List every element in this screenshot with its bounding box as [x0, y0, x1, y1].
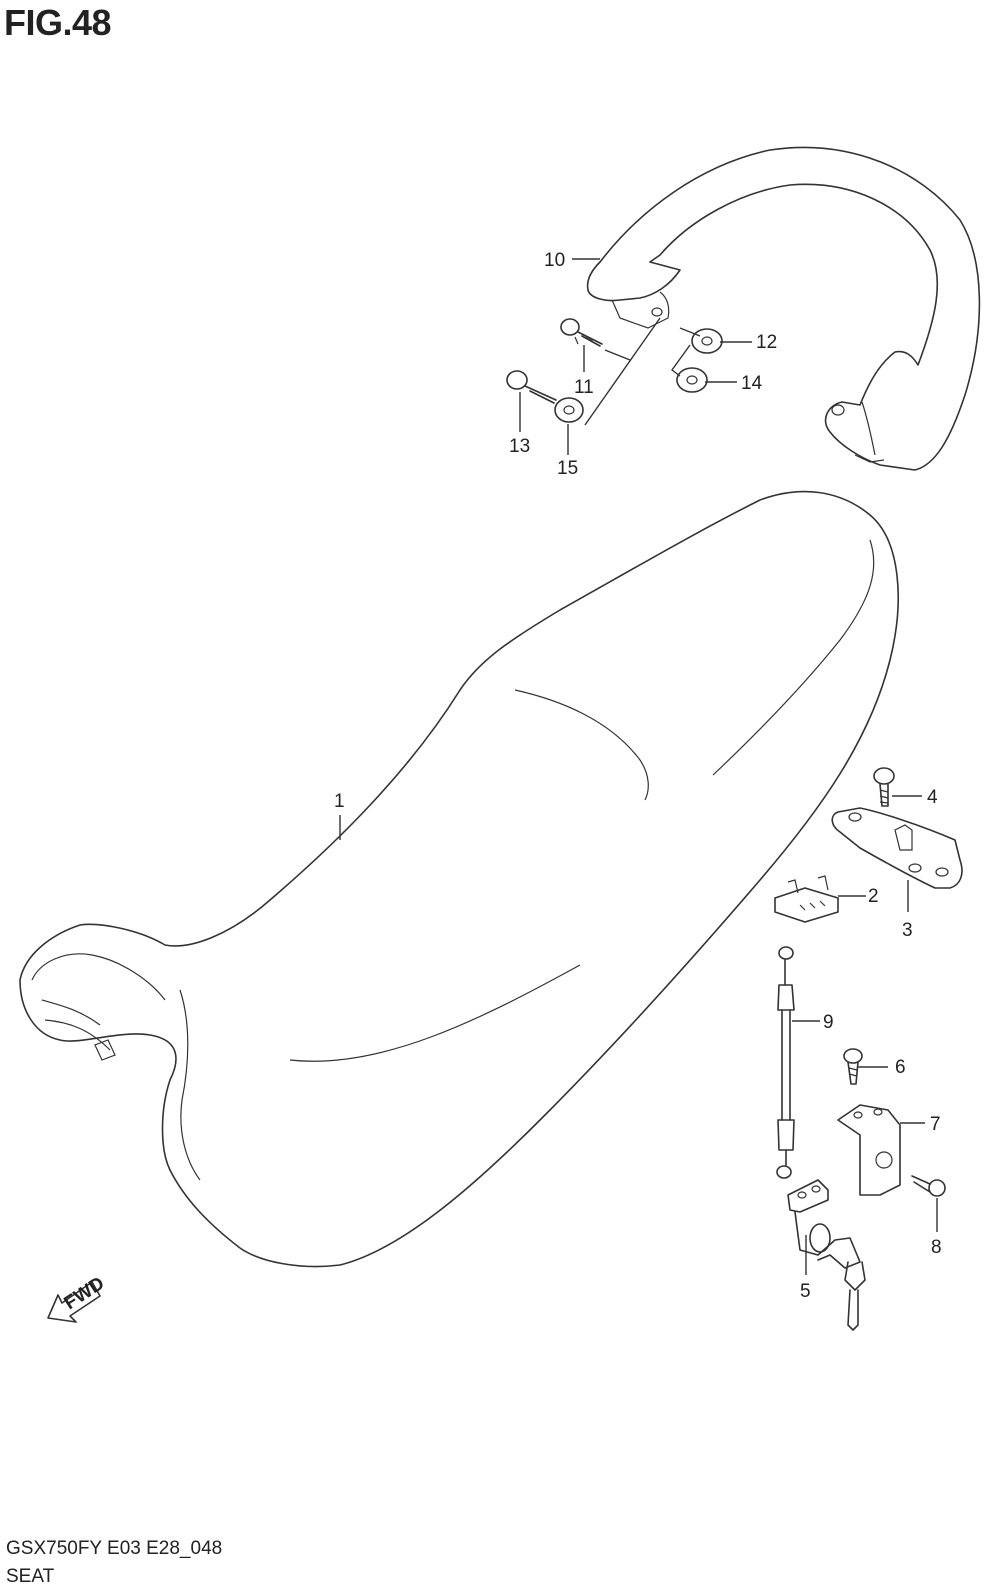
fwd-label: FWD	[61, 1273, 109, 1314]
screw-8	[911, 1175, 946, 1197]
callout-10: 10	[544, 250, 565, 271]
grab-rail	[586, 146, 981, 471]
callout-13: 13	[509, 436, 530, 457]
bolt-11	[560, 318, 603, 347]
callout-14: 14	[741, 373, 763, 394]
cushion-2	[774, 875, 839, 923]
figure-title: FIG.48	[4, 2, 112, 43]
washer-12	[691, 328, 723, 354]
callout-7: 7	[930, 1114, 941, 1135]
model-code: GSX750FY E03 E28_048	[6, 1538, 223, 1559]
callout-2: 2	[868, 886, 879, 907]
callout-9: 9	[823, 1012, 834, 1033]
callout-8: 8	[931, 1237, 942, 1258]
fwd-arrow-icon: FWD	[47, 1273, 109, 1323]
bracket-3	[831, 807, 963, 889]
callout-4: 4	[927, 787, 938, 808]
assembly-lines	[584, 317, 701, 426]
section-name: SEAT	[6, 1566, 55, 1587]
screw-4	[873, 767, 895, 807]
washer-14	[676, 367, 708, 393]
seat	[19, 490, 899, 1268]
callout-6: 6	[895, 1057, 906, 1078]
seat-lock-5	[787, 1179, 866, 1331]
callout-15: 15	[557, 458, 578, 479]
washer-15	[554, 397, 584, 423]
callout-12: 12	[756, 332, 777, 353]
bolt-13	[506, 370, 557, 404]
callout-5: 5	[800, 1281, 811, 1302]
callout-11: 11	[574, 377, 594, 398]
latch-plate-7	[837, 1104, 901, 1196]
screw-6	[843, 1048, 863, 1085]
callout-1: 1	[334, 791, 345, 812]
callout-3: 3	[902, 920, 913, 941]
cable-9	[776, 946, 795, 1179]
